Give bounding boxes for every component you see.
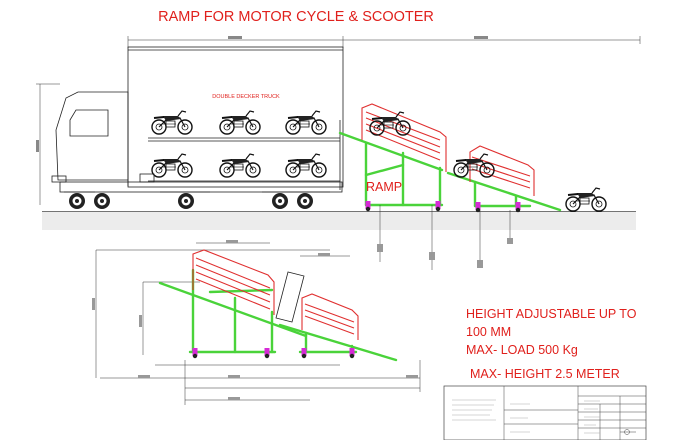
ramp-assembly-top: RAMP — [338, 103, 607, 270]
ramp-detail-view — [92, 240, 421, 405]
ground-hatch — [42, 212, 636, 230]
drawing-title: RAMP FOR MOTOR CYCLE & SCOOTER — [158, 9, 434, 25]
truck-side-view: DOUBLE DECKER TRUCK — [36, 36, 641, 209]
spec-height-value: 100 MM — [466, 325, 511, 339]
truck-label: DOUBLE DECKER TRUCK — [212, 94, 280, 100]
spec-max-height: MAX- HEIGHT 2.5 METER — [470, 367, 620, 381]
ramp-label: RAMP — [366, 180, 402, 194]
spec-height-adjustable: HEIGHT ADJUSTABLE UP TO — [466, 307, 637, 321]
title-block — [443, 385, 647, 440]
spec-notes: HEIGHT ADJUSTABLE UP TO 100 MM MAX- LOAD… — [466, 307, 637, 381]
spec-max-load: MAX- LOAD 500 Kg — [466, 343, 578, 357]
